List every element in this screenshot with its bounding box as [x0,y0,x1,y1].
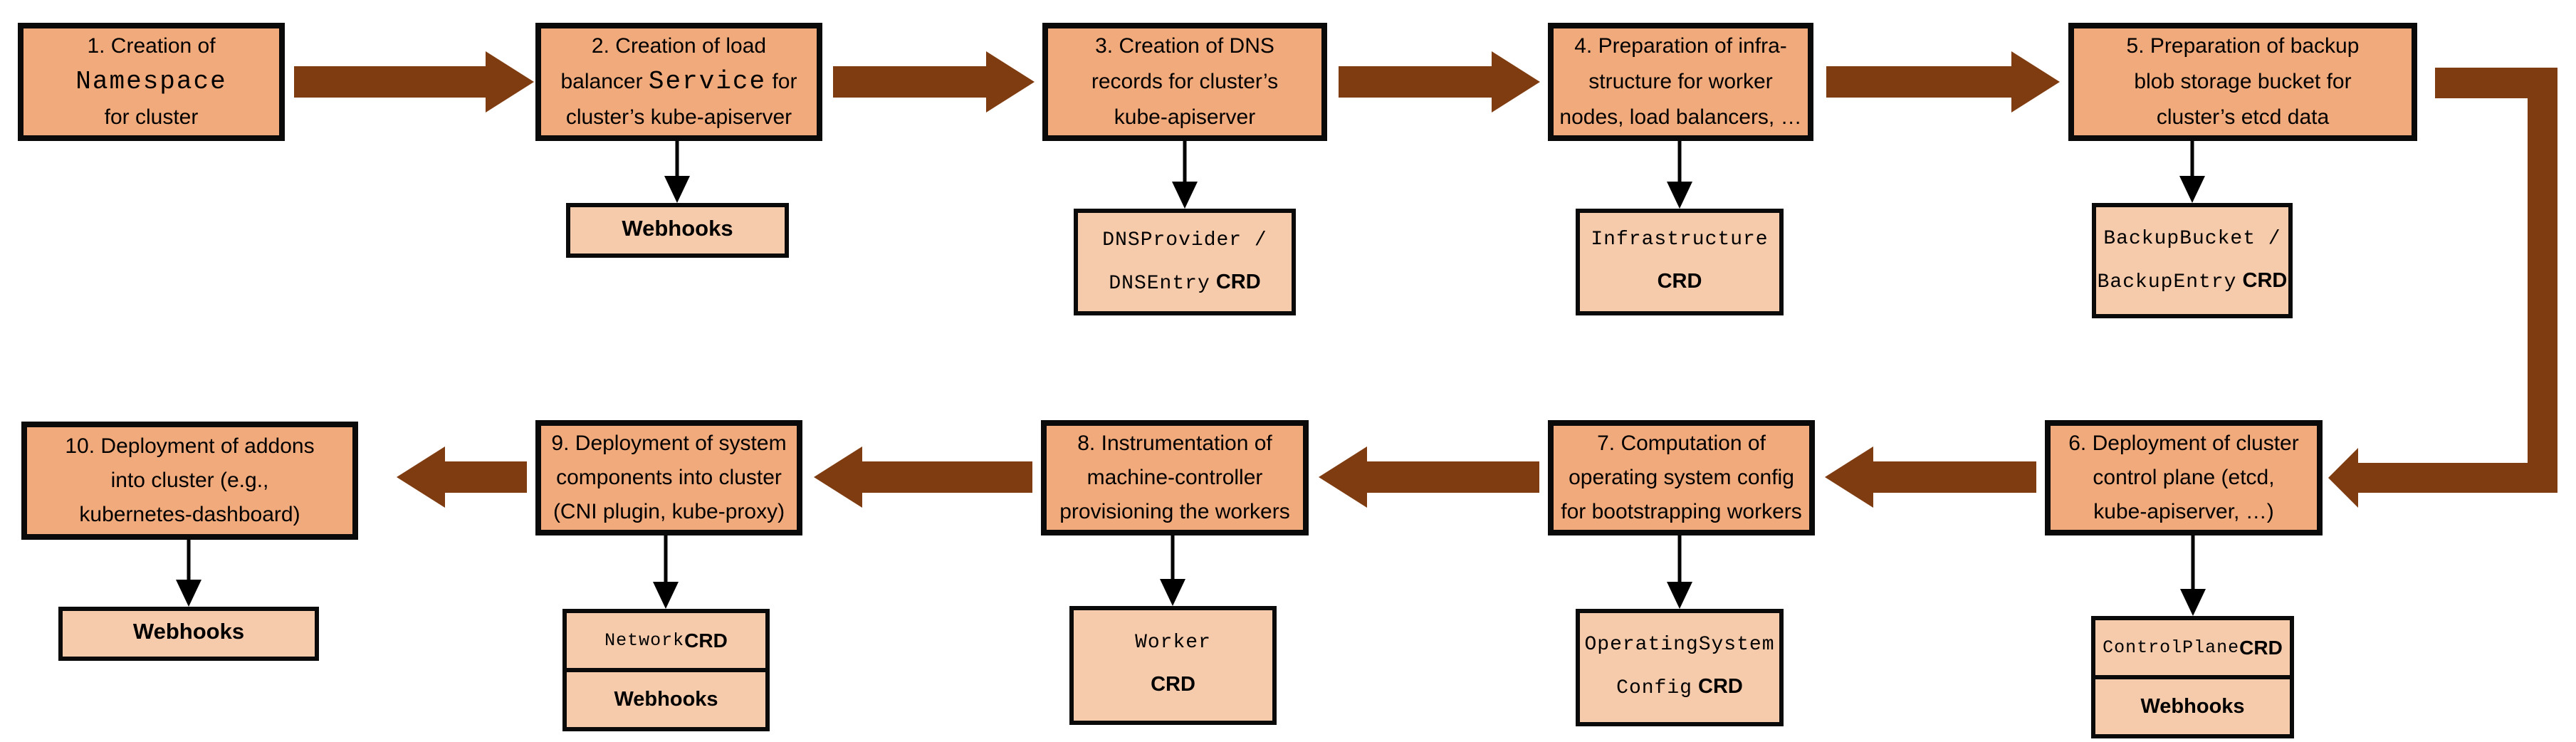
step-6-webhooks-cell: Webhooks [2095,675,2290,734]
step-9-title-line-2: components into cluster [556,466,782,489]
step-8-title-line-1: 8. Instrumentation of [1077,432,1272,455]
step-8-title-line-2: machine-controller [1087,466,1263,489]
arrow-step7-to-step8-head-icon [1319,446,1367,508]
step-1-title-line-2: Namespace [75,67,227,96]
step-8-title-line-3: provisioning the workers [1059,500,1290,523]
step-4-title-line-1: 4. Preparation of infra- [1574,34,1787,58]
step-5-crd-box: BackupBucket / BackupEntry CRD [2092,203,2293,318]
step-7-crd-box: OperatingSystem Config CRD [1576,609,1784,726]
step-2-title-line-3: cluster’s kube-apiserver [565,105,792,129]
step-4-down-arrow-icon [1667,141,1692,209]
arrow-step6-to-step7-head-icon [1825,446,1873,508]
step-4-title-line-2: structure for worker [1588,70,1773,93]
step-6-crd-cell: ControlPlane CRD [2103,636,2283,659]
step-7-box: 7. Computation of operating system confi… [1548,420,1815,535]
step-3-title-line-3: kube-apiserver [1114,105,1256,129]
step-10-down-arrow-icon [176,540,201,607]
step-4-crd-line-1: Infrastructure [1591,228,1769,251]
step-7-title-line-1: 7. Computation of [1597,432,1766,455]
step-9-down-arrow-icon [653,535,679,609]
arrow-step3-to-step4 [1339,66,1492,98]
arrow-step8-to-step9 [862,461,1032,493]
arrow-step9-to-step10-head-icon [397,446,445,508]
arrow-step8-to-step9-head-icon [814,446,862,508]
step-6-title-line-3: kube-apiserver, …) [2093,500,2274,523]
step-10-webhooks-label: Webhooks [132,619,245,644]
arrow-step1-to-step2-head-icon [486,51,534,113]
step-9-crd-cell: Network CRD [604,629,728,652]
step-3-crd-line-2: DNSEntry CRD [1109,271,1261,295]
step-6-crd-webhooks-box: ControlPlane CRD Webhooks [2091,616,2294,738]
step-8-crd-line-2: CRD [1151,673,1195,696]
connector-step5-to-step6-head-icon [2328,448,2358,508]
step-2-title-line-2: balancer Service for [560,67,797,96]
step-3-crd-box: DNSProvider / DNSEntry CRD [1074,209,1296,315]
step-10-title-line-2: into cluster (e.g., [110,469,269,492]
step-5-crd-line-1: BackupBucket / [2103,228,2281,250]
step-2-webhooks-label: Webhooks [622,215,733,241]
step-10-box: 10. Deployment of addons into cluster (e… [21,422,358,540]
step-6-title-line-1: 6. Deployment of cluster [2068,432,2299,455]
arrow-step2-to-step3 [833,66,986,98]
step-7-down-arrow-icon [1667,535,1692,609]
arrow-step2-to-step3-head-icon [986,51,1035,113]
arrow-step7-to-step8 [1367,461,1539,493]
step-9-title-line-1: 9. Deployment of system [551,432,787,455]
step-6-title-line-2: control plane (etcd, [2093,466,2275,489]
step-9-title-line-3: (CNI plugin, kube-proxy) [553,500,785,523]
step-6-box: 6. Deployment of cluster control plane (… [2045,420,2323,535]
arrow-step3-to-step4-head-icon [1492,51,1540,113]
step-9-crd-webhooks-box: Network CRD Webhooks [562,609,770,731]
connector-step5-to-step6-vertical-bar [2528,68,2557,493]
step-10-title-line-3: kubernetes-dashboard) [79,503,300,526]
step-7-crd-line-2: Config CRD [1616,675,1743,699]
step-3-title-line-2: records for cluster’s [1091,70,1279,93]
step-2-down-arrow-icon [664,141,690,203]
step-2-webhooks-box: Webhooks [566,203,789,258]
step-8-down-arrow-icon [1160,535,1185,606]
step-10-title-line-1: 10. Deployment of addons [65,434,315,458]
step-4-crd-line-2: CRD [1657,269,1702,293]
step-1-title-line-1: 1. Creation of [87,34,216,58]
step-6-down-arrow-icon [2180,535,2206,616]
step-4-box: 4. Preparation of infra- structure for w… [1548,23,1813,141]
connector-step5-to-step6-bottom-bar [2357,463,2528,493]
step-3-crd-line-1: DNSProvider / [1102,229,1267,251]
step-10-webhooks-box: Webhooks [58,607,319,661]
step-7-title-line-3: for bootstrapping workers [1561,500,1802,523]
step-9-webhooks-cell: Webhooks [567,668,765,727]
step-5-box: 5. Preparation of backup blob storage bu… [2068,23,2417,141]
arrow-step1-to-step2 [294,66,486,98]
step-2-box: 2. Creation of load balancer Service for… [535,23,822,141]
step-5-title-line-2: blob storage bucket for [2134,70,2352,93]
step-4-crd-box: Infrastructure CRD [1576,209,1784,315]
arrow-step9-to-step10 [445,461,527,493]
step-3-box: 3. Creation of DNS records for cluster’s… [1042,23,1327,141]
step-5-title-line-3: cluster’s etcd data [2156,105,2330,129]
step-5-title-line-1: 5. Preparation of backup [2126,34,2360,58]
step-8-box: 8. Instrumentation of machine-controller… [1041,420,1309,535]
arrow-step4-to-step5 [1826,66,2011,98]
step-4-title-line-3: nodes, load balancers, … [1559,105,1802,129]
step-1-box: 1. Creation of Namespace for cluster [18,23,285,141]
step-3-down-arrow-icon [1172,141,1198,209]
step-2-title-line-1: 2. Creation of load [591,34,767,58]
step-9-box: 9. Deployment of system components into … [535,420,802,535]
step-8-crd-box: Worker CRD [1069,606,1277,725]
step-7-title-line-2: operating system config [1569,466,1794,489]
step-5-crd-line-2: BackupEntry CRD [2097,269,2288,293]
step-1-title-line-3: for cluster [104,105,199,129]
step-8-crd-line-1: Worker [1135,632,1211,654]
step-3-title-line-1: 3. Creation of DNS [1095,34,1274,58]
step-5-down-arrow-icon [2179,141,2205,203]
step-7-crd-line-1: OperatingSystem [1584,634,1775,656]
arrow-step6-to-step7 [1873,461,2036,493]
arrow-step4-to-step5-head-icon [2011,51,2060,113]
